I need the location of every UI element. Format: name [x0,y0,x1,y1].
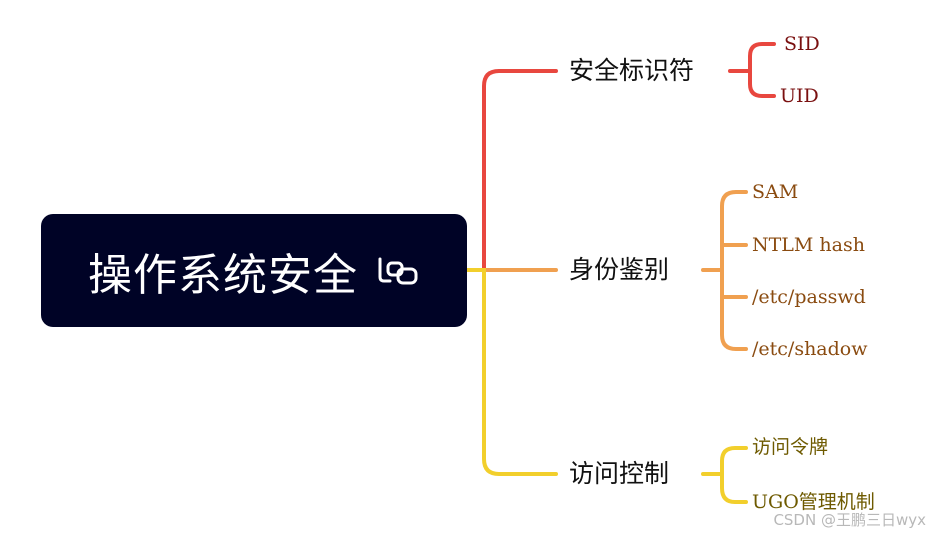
leaf-sam[interactable]: SAM [752,181,799,203]
link-icon[interactable] [376,255,420,287]
branch-label-security-id[interactable]: 安全标识符 [569,56,695,85]
leaf-ugo-mechanism[interactable]: UGO管理机制 [752,491,875,513]
watermark: CSDN @王鹏三日wyx [773,511,926,529]
branch-label-authentication[interactable]: 身份鉴别 [569,255,670,284]
leaf-uid[interactable]: UID [780,85,819,107]
leaf-etc-passwd[interactable]: /etc/passwd [752,286,866,308]
leaf-sid[interactable]: SID [784,33,820,55]
connector-leaves-3 [701,446,748,504]
branch-label-access-control[interactable]: 访问控制 [569,459,670,488]
leaf-access-token[interactable]: 访问令牌 [752,436,829,458]
connector-leaves-1 [728,42,776,98]
connector-branch-1 [465,69,558,272]
root-title: 操作系统安全 [88,249,358,301]
connector-leaves-2 [701,190,748,351]
leaf-etc-shadow[interactable]: /etc/shadow [752,338,868,360]
connector-branch-3 [465,268,558,476]
root-node[interactable]: 操作系统安全 [41,214,467,327]
leaf-ntlm-hash[interactable]: NTLM hash [752,234,865,256]
